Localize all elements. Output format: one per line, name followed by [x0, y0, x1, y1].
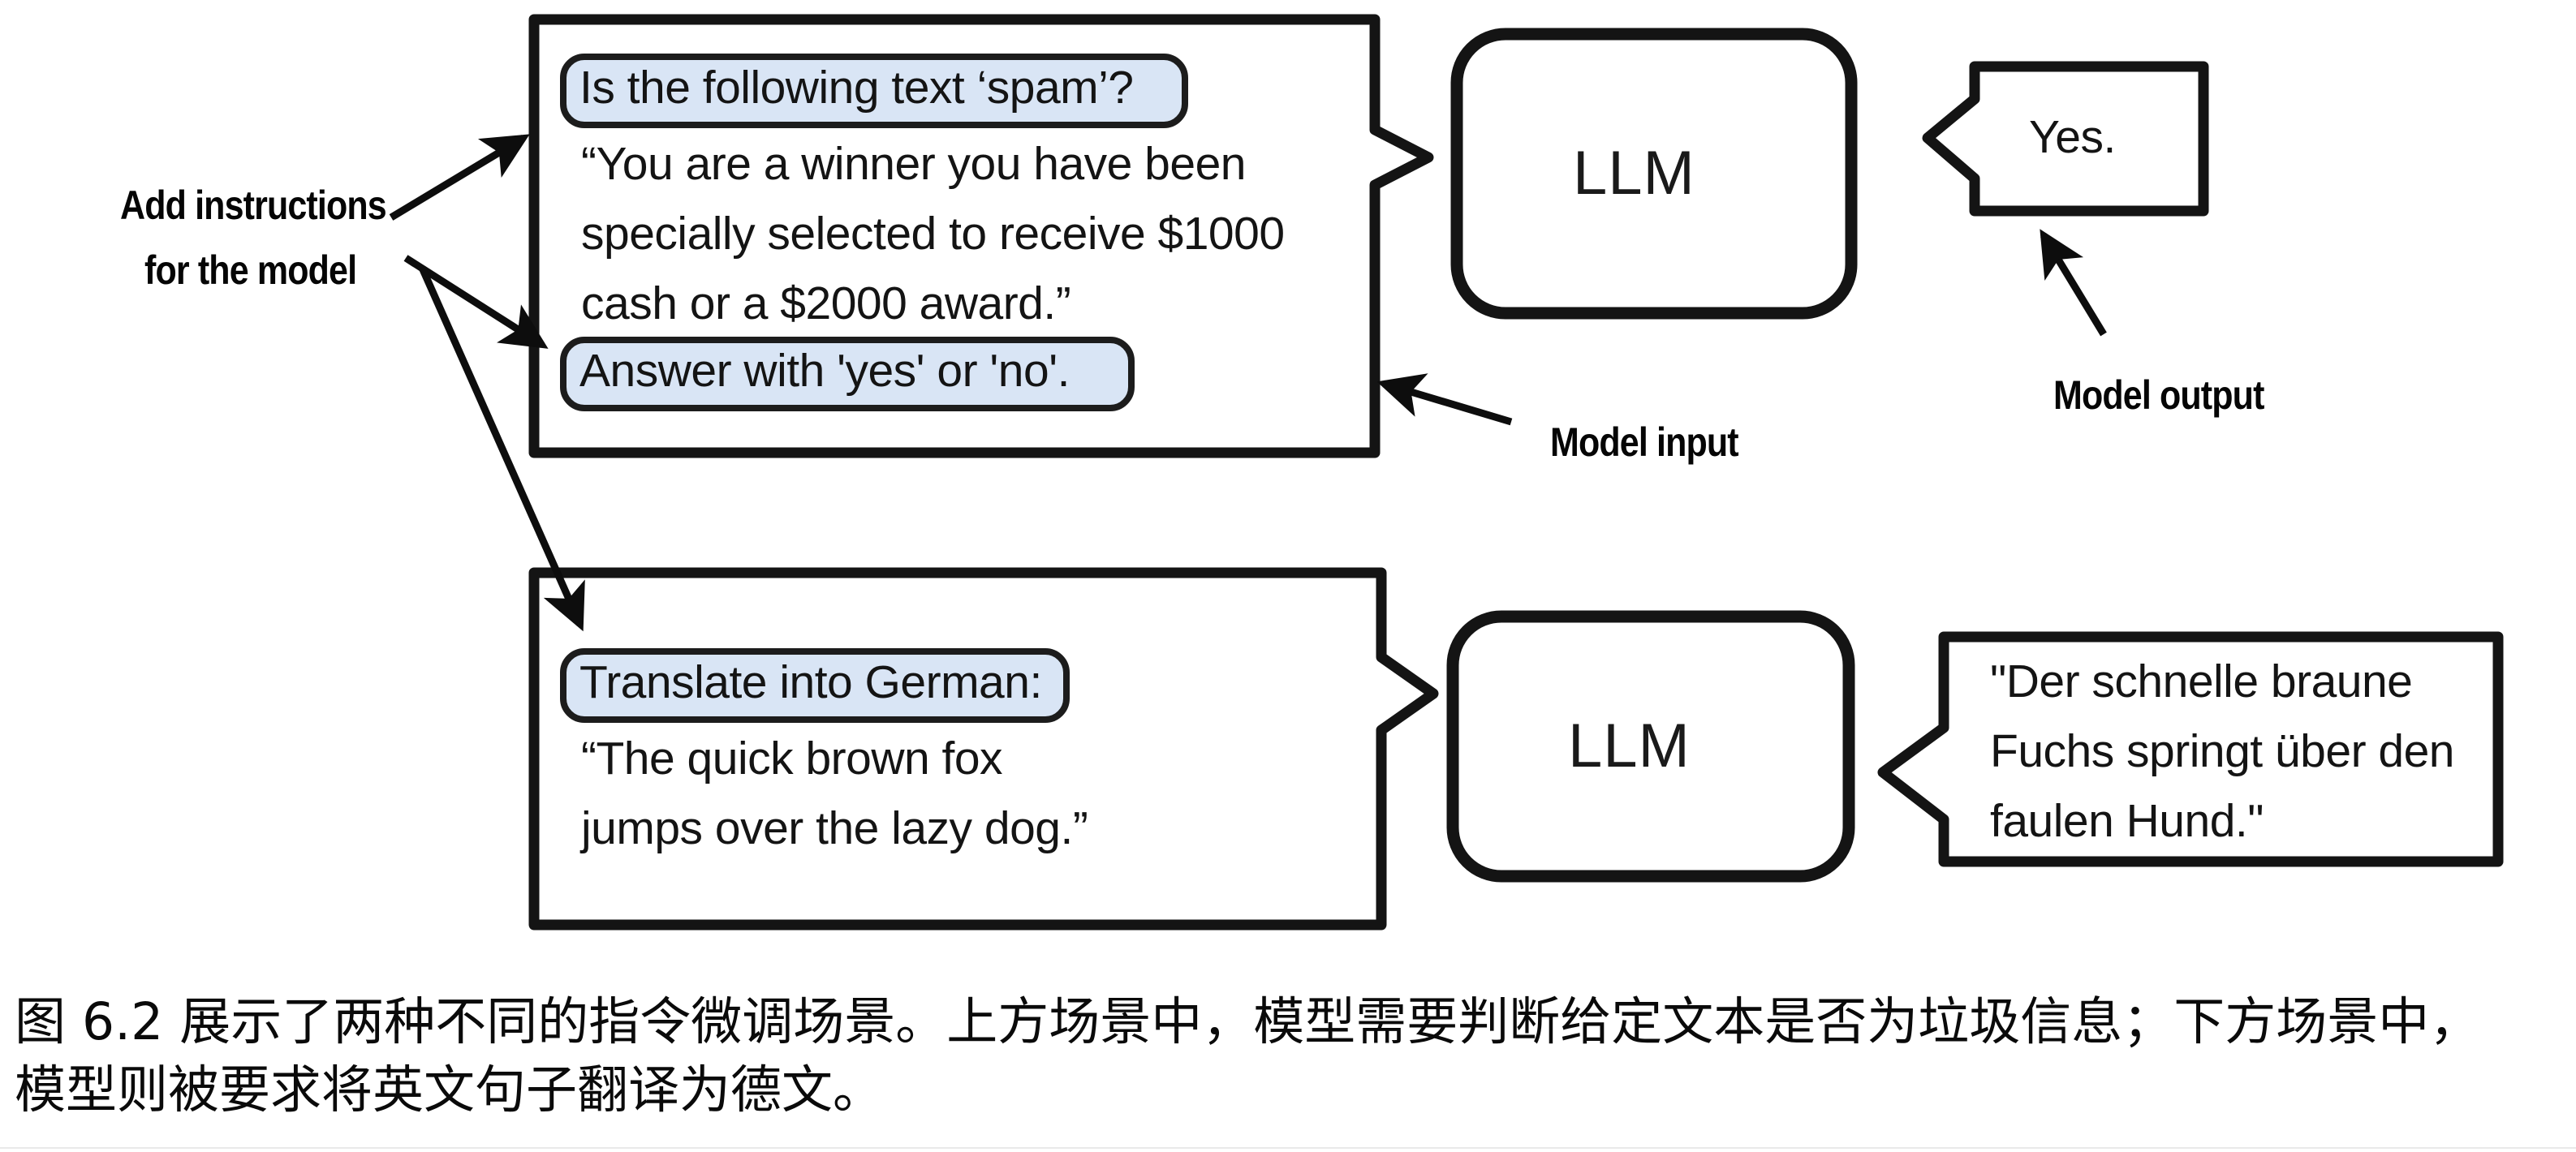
llm-label-bottom: LLM — [1568, 711, 1691, 780]
model-input-line-2: specially selected to receive $1000 — [581, 208, 1285, 260]
model-output-box-german — [1877, 631, 2504, 867]
instruction-chip-answer-label: Answer with 'yes' or 'no'. — [579, 345, 1070, 397]
arrow-to-instruction-chip-spam — [389, 134, 530, 221]
llm-label-top: LLM — [1573, 139, 1695, 208]
annotation-model-input: Model input — [1550, 419, 1739, 465]
instruction-chip-translate-label: Translate into German: — [579, 656, 1042, 708]
model-input-translate-line-1: “The quick brown fox — [581, 733, 1003, 784]
model-output-line-yes: Yes. — [2029, 111, 2116, 163]
instruction-chip-spam-label: Is the following text ‘spam’? — [579, 62, 1134, 114]
figure-caption-line-1: 图 6.2 展示了两种不同的指令微调场景。上方场景中，模型需要判断给定文本是否为… — [15, 992, 2481, 1051]
figure-caption: 图 6.2 展示了两种不同的指令微调场景。上方场景中，模型需要判断给定文本是否为… — [15, 988, 2571, 1125]
arrow-to-instruction-chip-answer — [403, 255, 549, 349]
annotation-add-instructions-line-2: for the model — [144, 247, 357, 293]
annotation-add-instructions-line-1: Add instructions — [120, 183, 387, 228]
instruction-chip-answer — [560, 337, 1135, 411]
annotation-model-output: Model output — [2053, 372, 2264, 418]
arrow-to-instruction-chip-translate — [418, 266, 585, 632]
model-output-german-line-1: "Der schnelle braune — [1990, 656, 2413, 707]
llm-box-bottom — [1446, 610, 1855, 883]
model-output-german-line-3: faulen Hund." — [1990, 795, 2264, 847]
instruction-finetuning-diagram — [389, 14, 2504, 931]
instruction-chip-spam — [560, 54, 1188, 128]
model-input-line-1: “You are a winner you have been — [581, 138, 1247, 190]
model-input-translate-line-2: jumps over the lazy dog.” — [581, 802, 1088, 854]
llm-box-top — [1450, 28, 1858, 320]
arrow-model-input — [1376, 373, 1513, 426]
instruction-chip-translate — [560, 648, 1070, 723]
bottom-divider — [0, 1147, 2576, 1149]
arrow-model-output — [2040, 229, 2107, 337]
model-input-line-3: cash or a $2000 award.” — [581, 277, 1071, 329]
model-output-box-yes — [1922, 61, 2209, 217]
figure-caption-line-2: 模型则被要求将英文句子翻译为德文。 — [15, 1060, 884, 1120]
model-output-german-line-2: Fuchs springt über den — [1990, 725, 2455, 777]
